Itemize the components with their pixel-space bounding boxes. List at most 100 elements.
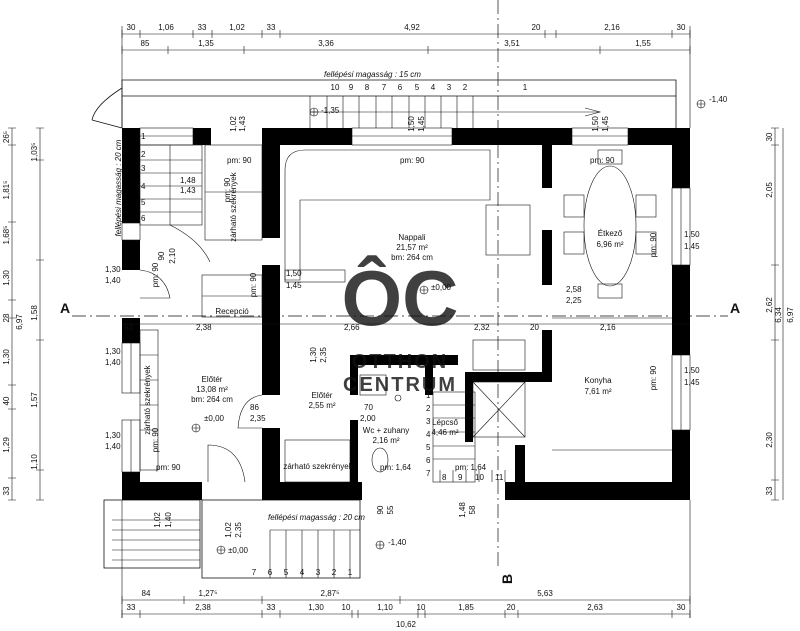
- dim-bot-4: 5,63: [537, 589, 553, 598]
- step-bot-4: 4: [300, 568, 305, 577]
- level-entry: ±0,00: [228, 546, 249, 555]
- dim-232: 2,32: [474, 323, 490, 332]
- stair-note-top: fellépési magasság : 15 cm: [324, 70, 421, 79]
- dim-left2-3: 1,57: [30, 392, 39, 408]
- dim-bot2-10: 2,63: [587, 603, 603, 612]
- win-235c: 2,35: [234, 522, 243, 538]
- room-eloter2-area: 2,55 m²: [308, 401, 335, 410]
- door-235a: 2,35: [250, 414, 266, 423]
- room-wc-area: 2,16 m²: [372, 436, 399, 445]
- dim-left2-2: 1,58: [30, 305, 39, 321]
- dim-238: 2,38: [196, 323, 212, 332]
- dim-bot2-5: 10: [342, 603, 351, 612]
- top-dimension-labels: 30 1,06 33 1,02 33 4,92 20 2,16 30 85 1,…: [127, 23, 686, 48]
- top-stair: [309, 96, 602, 128]
- step-in-7: 7: [426, 469, 431, 478]
- room-lepcso-name: Lépcső: [432, 418, 458, 427]
- step-left-2: 2: [141, 150, 146, 159]
- win-102: 1,02: [229, 116, 238, 132]
- room-etkezo-name: Étkező: [598, 229, 623, 238]
- dim-left-7: 40: [2, 396, 11, 405]
- dim-left-4: 1,30: [2, 270, 11, 286]
- win-150a: 1,50: [407, 116, 416, 132]
- win-102b: 1,02: [153, 512, 162, 528]
- dim-left-total: 6,97: [15, 314, 24, 330]
- pm-6: pm: 90: [249, 272, 258, 297]
- bottom-dimension-labels: 84 1,27⁵ 2,87⁵ 5,63 33 2,38 33 1,30 10 1…: [127, 589, 686, 629]
- dim-bot-1: 84: [142, 589, 151, 598]
- win-140a: 1,40: [105, 276, 121, 285]
- door-150: 1,50: [286, 269, 302, 278]
- step-in-6: 6: [426, 456, 431, 465]
- win-130b: 1,30: [105, 347, 121, 356]
- step-bot-5: 5: [284, 568, 289, 577]
- dim-top2-5: 1,55: [635, 39, 651, 48]
- win-140c: 1,40: [105, 442, 121, 451]
- dim-top-1: 30: [127, 23, 136, 32]
- step-in-1: 1: [426, 391, 431, 400]
- dim-bot2-11: 30: [677, 603, 686, 612]
- room-eloter1-name: Előtér: [202, 375, 223, 384]
- dim-right-2: 2,05: [765, 182, 774, 198]
- dim-left2-4: 1,10: [30, 454, 39, 470]
- dim-20: 20: [530, 323, 539, 332]
- win-150c: 1,50: [684, 230, 700, 239]
- door-148: 1,48: [458, 502, 467, 518]
- step-left-3: 3: [141, 164, 146, 173]
- top-stair-numbers: 10 9 8 7 6 5 4 3 2 1: [331, 83, 528, 92]
- room-konyha-name: Konyha: [584, 376, 612, 385]
- level-markers: [191, 99, 706, 555]
- step-in-2: 2: [426, 404, 431, 413]
- dim-266: 2,66: [344, 323, 360, 332]
- door-130: 1,30: [309, 347, 318, 363]
- watermark-line1: OTTHON: [352, 351, 448, 373]
- step-top-2: 2: [463, 83, 468, 92]
- win-148: 1,48: [180, 176, 196, 185]
- step-top-6: 6: [398, 83, 403, 92]
- inner-stair-numbers: 1 2 3 4 5 6 7 8 9 10 11: [426, 391, 504, 482]
- step-in-3: 3: [426, 417, 431, 426]
- step-top-1: 1: [523, 83, 528, 92]
- step-bot-3: 3: [316, 568, 321, 577]
- stair-note-bottom: fellépési magasság : 20 cm: [268, 513, 365, 522]
- dim-53: 53: [124, 323, 133, 332]
- step-left-5: 5: [141, 198, 146, 207]
- door-58: 58: [468, 505, 477, 514]
- win-140b: 1,40: [105, 358, 121, 367]
- dim-top-7: 20: [532, 23, 541, 32]
- door-55: 55: [386, 505, 395, 514]
- dim-216: 2,16: [600, 323, 616, 332]
- dim-bot2-1: 33: [127, 603, 136, 612]
- win-150b: 1,50: [591, 116, 600, 132]
- dim-top-5: 33: [267, 23, 276, 32]
- room-konyha-area: 7,61 m²: [584, 387, 611, 396]
- opening-labels: 1,02 1,43 1,50 1,45 1,50 1,45 1,50 1,45 …: [105, 116, 700, 538]
- door-200: 2,00: [360, 414, 376, 423]
- dim-right-4: 2,30: [765, 432, 774, 448]
- door-86: 86: [250, 403, 259, 412]
- dim-left-9: 33: [2, 486, 11, 495]
- win-145a: 1,45: [417, 116, 426, 132]
- pm-9: pm: 90: [151, 427, 160, 452]
- dim-top-4: 1,02: [229, 23, 245, 32]
- dim-bot-2: 1,27⁵: [199, 589, 218, 598]
- step-in-8: 8: [442, 473, 447, 482]
- room-labels: Nappali 21,57 m² bm: 264 cm Étkező 6,96 …: [143, 171, 624, 471]
- pm-12: pm: 1,64: [455, 463, 487, 472]
- dim-top-3: 33: [198, 23, 207, 32]
- step-top-4: 4: [431, 83, 436, 92]
- pm-8: pm: 90: [649, 365, 658, 390]
- pm-4: pm: 90: [223, 177, 232, 202]
- interior-lines: [139, 144, 672, 483]
- step-top-5: 5: [415, 83, 420, 92]
- dim-top-2: 1,06: [158, 23, 174, 32]
- door-70: 70: [364, 403, 373, 412]
- pm-11: pm: 1,64: [380, 463, 412, 472]
- axis-a-left: A: [60, 300, 70, 316]
- win-140d: 1,40: [164, 512, 173, 528]
- dim-left-3: 1,68⁵: [2, 226, 11, 245]
- right-dimension-labels: 30 2,05 2,62 2,30 33 6,34 6,97: [765, 132, 795, 495]
- dim-top2-1: 85: [141, 39, 150, 48]
- left-dimension-labels: 26⁵ 1,81⁵ 1,68⁵ 1,30 28 1,30 40 1,29 33 …: [2, 131, 39, 496]
- dim-top2-2: 1,35: [198, 39, 214, 48]
